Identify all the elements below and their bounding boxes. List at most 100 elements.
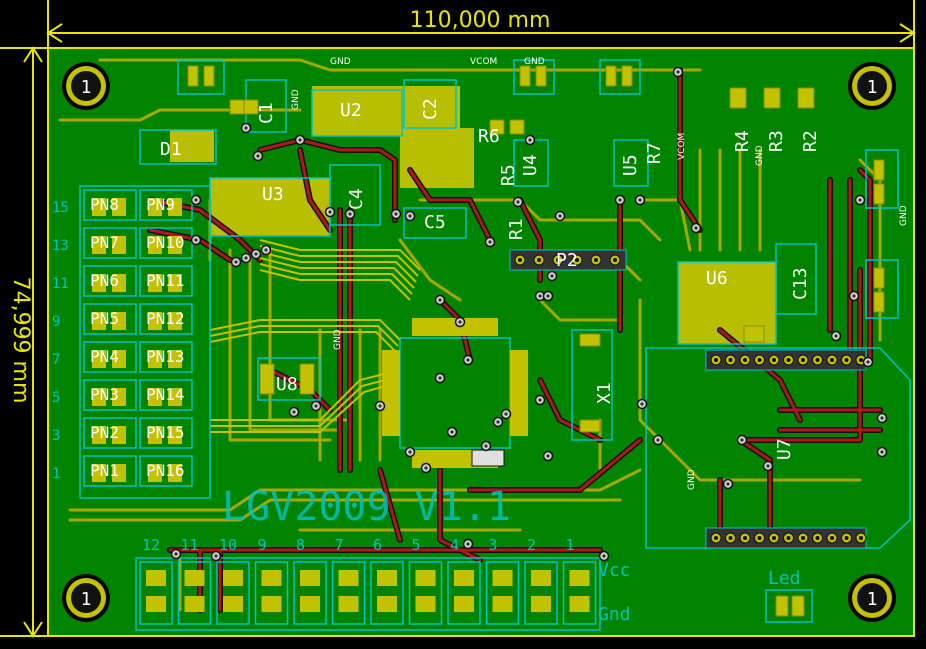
pn-pad-pn16[interactable]: PN16	[139, 455, 193, 487]
pn-label: PN13	[146, 347, 185, 366]
bottom-connector-pin[interactable]	[485, 561, 520, 625]
side-number: 11	[52, 276, 69, 292]
bottom-connector-pin[interactable]	[562, 561, 597, 625]
pn-label: PN6	[90, 271, 119, 290]
pn-pad-pn9[interactable]: PN9	[139, 189, 193, 221]
net-gnd-r: GND	[755, 145, 765, 166]
bottom-connector-pin[interactable]	[216, 561, 250, 625]
smd-pads	[187, 65, 885, 617]
bottom-connector-pin[interactable]	[293, 561, 327, 625]
svg-text:1: 1	[867, 77, 878, 98]
via-group	[170, 66, 888, 562]
pn-pad-pn13[interactable]: PN13	[139, 341, 193, 373]
ref-r1[interactable]: R1	[506, 218, 527, 240]
bottom-number: 7	[335, 536, 344, 554]
ref-r6[interactable]: R6	[478, 126, 500, 147]
bottom-connector-pin[interactable]	[139, 561, 173, 625]
net-gnd-mid: GND	[333, 329, 343, 350]
label-vcc: Vcc	[598, 560, 631, 581]
ref-p2[interactable]: P2	[556, 250, 578, 271]
svg-text:1: 1	[867, 589, 878, 610]
pn-label: PN11	[146, 271, 185, 290]
bottom-connector-pin[interactable]	[331, 561, 366, 625]
ref-r2[interactable]: R2	[800, 130, 821, 152]
ref-d1[interactable]: D1	[160, 139, 182, 160]
net-gnd-right: GND	[899, 205, 909, 226]
bottom-number: 4	[450, 536, 459, 554]
pn-pad-pn14[interactable]: PN14	[139, 379, 193, 411]
mount-hole-bottom-right[interactable]: 1	[848, 574, 896, 622]
ref-r3[interactable]: R3	[766, 130, 787, 152]
ref-c5[interactable]: C5	[424, 212, 446, 233]
pn-label: PN9	[146, 195, 175, 214]
pn-pad-pn11[interactable]: PN11	[139, 265, 193, 297]
ref-x1[interactable]: X1	[594, 382, 615, 404]
bottom-number: 9	[258, 536, 267, 554]
bottom-connector-pin[interactable]	[254, 561, 289, 625]
net-gnd-top2: GND	[524, 57, 545, 67]
side-number: 15	[52, 200, 69, 216]
mount-hole-top-left[interactable]: 1	[62, 62, 110, 110]
silk-text: LGV2009 V1.1 Vcc Gnd Led	[222, 484, 801, 625]
ref-u8[interactable]: U8	[276, 374, 298, 395]
ref-c4[interactable]: C4	[346, 188, 367, 210]
bottom-connector-pin[interactable]	[408, 561, 443, 625]
mount-hole-top-right[interactable]: 1	[848, 62, 896, 110]
bottom-number: 12	[142, 536, 160, 554]
pn-label: PN12	[146, 309, 185, 328]
ref-u3[interactable]: U3	[262, 184, 284, 205]
side-number: 3	[52, 428, 60, 444]
label-led: Led	[768, 568, 801, 589]
bottom-number: 8	[296, 536, 305, 554]
pn-pad-pn3[interactable]: PN3	[83, 379, 137, 411]
pn-label: PN5	[90, 309, 119, 328]
bottom-connector	[139, 561, 597, 625]
ref-u5[interactable]: U5	[620, 154, 641, 176]
ref-c2[interactable]: C2	[420, 98, 441, 120]
pn-label: PN1	[90, 461, 119, 480]
ref-u4[interactable]: U4	[520, 154, 541, 176]
ref-r4[interactable]: R4	[732, 130, 753, 152]
side-number: 9	[52, 314, 60, 330]
mount-hole-bottom-left[interactable]: 1	[62, 574, 110, 622]
bottom-number: 6	[373, 536, 382, 554]
ref-u7[interactable]: U7	[774, 438, 795, 460]
pn-pad-pn6[interactable]: PN6	[83, 265, 137, 297]
bottom-number: 10	[219, 536, 237, 554]
pn-pad-pn12[interactable]: PN12	[139, 303, 193, 335]
bottom-connector-pin[interactable]	[177, 561, 212, 625]
bottom-connector-pin[interactable]	[447, 561, 481, 625]
side-number: 7	[52, 352, 60, 368]
bottom-connector-pin[interactable]	[370, 561, 404, 625]
net-gnd-top: GND	[330, 57, 351, 67]
pn-label: PN2	[90, 423, 119, 442]
ref-r7[interactable]: R7	[644, 142, 665, 164]
label-gnd: Gnd	[598, 604, 631, 625]
ref-u6[interactable]: U6	[706, 268, 728, 289]
pn-pad-pn1[interactable]: PN1	[83, 455, 137, 487]
pn-pad-pn7[interactable]: PN7	[83, 227, 137, 259]
pn-pad-pn15[interactable]: PN15	[139, 417, 193, 449]
ref-u2[interactable]: U2	[340, 100, 362, 121]
dimension-width-label: 110,000 mm	[410, 8, 551, 33]
pn-label: PN7	[90, 233, 119, 252]
side-number: 1	[52, 466, 60, 482]
net-gnd-u7: GND	[687, 469, 697, 490]
pn-pad-pn8[interactable]: PN8	[83, 189, 137, 221]
pn-pad-pn5[interactable]: PN5	[83, 303, 137, 335]
net-vcom-side: VCOM	[677, 133, 687, 160]
pin-header-p2	[509, 249, 627, 271]
bottom-connector-pin[interactable]	[524, 561, 558, 625]
ref-c1[interactable]: C1	[256, 102, 277, 124]
pn-pad-pn4[interactable]: PN4	[83, 341, 137, 373]
pn-pad-pn2[interactable]: PN2	[83, 417, 137, 449]
bottom-number: 5	[412, 536, 421, 554]
side-number: 5	[52, 390, 60, 406]
pn-label: PN4	[90, 347, 119, 366]
ref-r5[interactable]: R5	[498, 164, 519, 186]
ref-c13[interactable]: C13	[790, 267, 811, 300]
mcu-footprint	[382, 318, 528, 468]
pn-label: PN15	[146, 423, 185, 442]
